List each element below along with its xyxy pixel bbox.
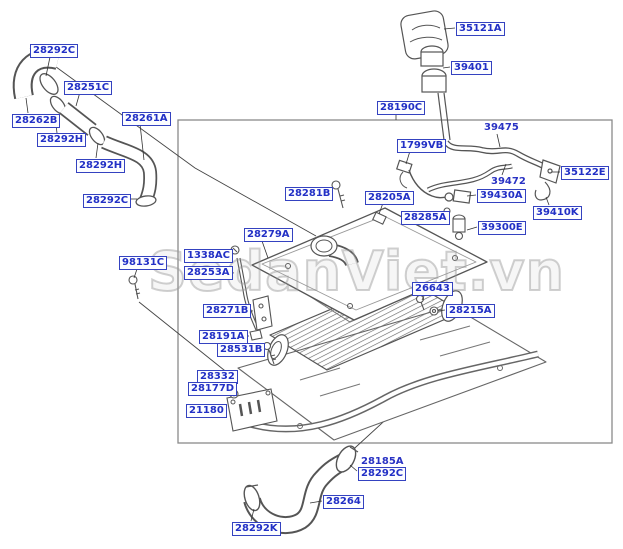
part-label-39410k[interactable]: 39410K [533, 206, 582, 220]
upper-hose-assembly [12, 48, 158, 207]
bracket-21180 [226, 388, 278, 432]
part-label-28281b[interactable]: 28281B [285, 187, 334, 201]
part-label-21180[interactable]: 21180 [186, 404, 227, 418]
part-label-39300e[interactable]: 39300E [478, 221, 526, 235]
part-label-28292c-a[interactable]: 28292C [30, 44, 79, 58]
part-label-28271b[interactable]: 28271B [203, 304, 252, 318]
part-label-35121a[interactable]: 35121A [456, 22, 505, 36]
part-label-28279a[interactable]: 28279A [244, 228, 293, 242]
intercooler-cover [251, 207, 488, 321]
vacuum-assembly [395, 10, 561, 204]
part-label-28215a[interactable]: 28215A [446, 304, 495, 318]
part-label-39475: 39475 [484, 122, 519, 133]
diagram-frame [177, 119, 613, 444]
part-label-28261a[interactable]: 28261A [122, 112, 171, 126]
part-label-28264[interactable]: 28264 [323, 495, 364, 509]
part-label-28191a[interactable]: 28191A [199, 330, 248, 344]
part-label-28292h-b[interactable]: 28292H [76, 159, 126, 173]
part-label-26643[interactable]: 26643 [412, 282, 453, 296]
part-label-28285a[interactable]: 28285A [401, 211, 450, 225]
part-label-28292c-b[interactable]: 28292C [83, 194, 132, 208]
part-label-28190c[interactable]: 28190C [377, 101, 426, 115]
part-label-28292c-c[interactable]: 28292C [358, 467, 407, 481]
part-label-35122e[interactable]: 35122E [561, 166, 609, 180]
part-label-1338ac[interactable]: 1338AC [184, 249, 233, 263]
part-label-39472: 39472 [491, 176, 526, 187]
part-label-28292h-a[interactable]: 28292H [37, 133, 87, 147]
part-label-39430a[interactable]: 39430A [477, 189, 526, 203]
lower-hose-assembly [243, 445, 359, 534]
part-label-28531b[interactable]: 28531B [217, 343, 266, 357]
part-label-28253a[interactable]: 28253A [184, 266, 233, 280]
mounting-hardware-right [331, 180, 466, 316]
part-label-39401[interactable]: 39401 [451, 61, 492, 75]
part-label-28251c[interactable]: 28251C [64, 81, 113, 95]
part-label-28177d[interactable]: 28177D [188, 382, 238, 396]
part-label-28262b[interactable]: 28262B [12, 114, 61, 128]
part-label-28185a: 28185A [361, 456, 404, 467]
part-label-28292k[interactable]: 28292K [232, 522, 281, 536]
part-label-1799vb[interactable]: 1799VB [397, 139, 447, 153]
part-label-98131c[interactable]: 98131C [119, 256, 168, 270]
part-label-28205a[interactable]: 28205A [365, 191, 414, 205]
